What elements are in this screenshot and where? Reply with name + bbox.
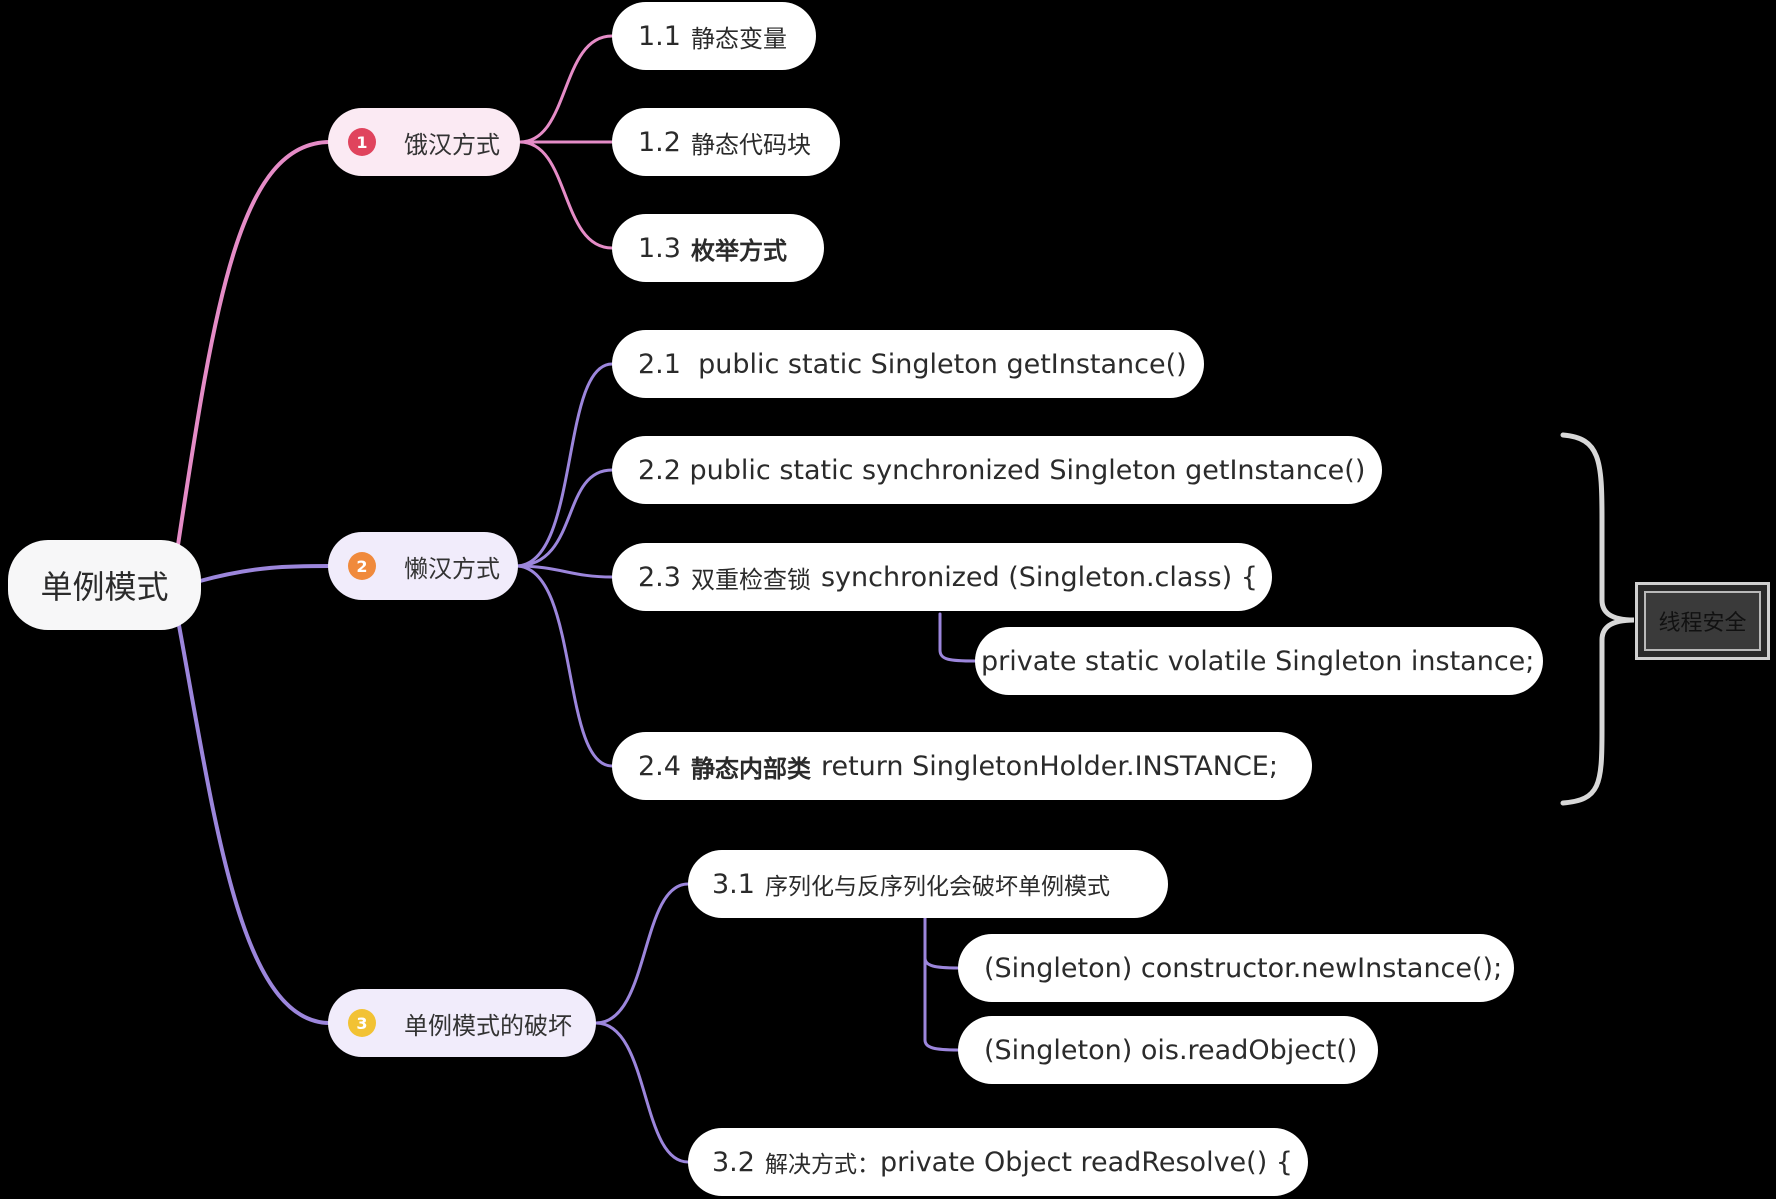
- summary-label: 线程安全: [1658, 611, 1747, 636]
- link-root-branch2: [198, 564, 332, 583]
- leaf-3-1-b-text: (Singleton) ois.readObject(): [984, 1034, 1358, 1066]
- leaf-2-4-cjk: 静态内部类: [690, 754, 811, 783]
- branch-1-label: 饿汉方式: [404, 130, 500, 159]
- leaf-2-3-cjk: 双重检查锁: [690, 565, 811, 594]
- leaf-2-2-text: 2.2 public static synchronized Singleton…: [638, 454, 1366, 486]
- branch-3[interactable]: 3 单例模式的破坏: [328, 989, 596, 1057]
- leaf-3-2-cjk: 解决方式：: [764, 1152, 880, 1178]
- leaf-2-1[interactable]: 2.1 public static Singleton getInstance(…: [612, 330, 1204, 398]
- leaf-3-2-code: private Object readResolve() {: [879, 1146, 1293, 1178]
- leaf-1-1[interactable]: 1.1 静态变量: [612, 2, 816, 70]
- summary-inner: 线程安全: [1644, 591, 1761, 651]
- link-b2-l4: [514, 564, 614, 768]
- link-b1-l1: [518, 34, 614, 144]
- summary-bracket: [1560, 432, 1635, 806]
- link-l31-a: [923, 916, 960, 970]
- leaf-2-3[interactable]: 2.3 双重检查锁 synchronized (Singleton.class)…: [612, 543, 1272, 611]
- summary-box[interactable]: 线程安全: [1635, 582, 1770, 660]
- leaf-1-3-text: 枚举方式: [690, 236, 787, 265]
- leaf-2-3-child[interactable]: private static volatile Singleton instan…: [975, 627, 1543, 695]
- leaf-3-1[interactable]: 3.1 序列化与反序列化会破坏单例模式: [688, 850, 1168, 918]
- link-b2-l3: [514, 564, 614, 579]
- leaf-3-2[interactable]: 3.2 解决方式： private Object readResolve() {: [688, 1128, 1308, 1196]
- leaf-3-1-text: 序列化与反序列化会破坏单例模式: [764, 874, 1110, 900]
- leaf-3-1-b[interactable]: (Singleton) ois.readObject(): [958, 1016, 1378, 1084]
- leaf-1-3[interactable]: 1.3 枚举方式: [612, 214, 824, 282]
- leaf-1-3-num: 1.3: [638, 232, 681, 264]
- link-root-branch1: [176, 140, 332, 547]
- badge-1: 1: [348, 128, 376, 156]
- leaf-2-2[interactable]: 2.2 public static synchronized Singleton…: [612, 436, 1382, 504]
- link-b3-l1: [594, 882, 690, 1025]
- leaf-3-2-num: 3.2: [712, 1146, 755, 1178]
- leaf-2-4-code: return SingletonHolder.INSTANCE;: [820, 750, 1278, 782]
- leaf-1-2-text: 静态代码块: [690, 130, 811, 159]
- leaf-3-1-a-text: (Singleton) constructor.newInstance();: [984, 952, 1503, 984]
- branch-1[interactable]: 1 饿汉方式: [328, 108, 520, 176]
- link-b1-l3: [518, 140, 614, 250]
- leaf-2-3-code: synchronized (Singleton.class) {: [820, 561, 1258, 593]
- link-l31-b: [923, 956, 960, 1052]
- leaf-1-2-num: 1.2: [638, 126, 681, 158]
- link-b2-l2: [514, 468, 614, 568]
- leaf-3-1-num: 3.1: [712, 868, 755, 900]
- branch-2-label: 懒汉方式: [404, 554, 500, 583]
- leaf-1-2[interactable]: 1.2 静态代码块: [612, 108, 840, 176]
- leaf-2-4-num: 2.4: [638, 750, 681, 782]
- leaf-3-1-a[interactable]: (Singleton) constructor.newInstance();: [958, 934, 1514, 1002]
- leaf-1-1-text: 静态变量: [690, 24, 787, 53]
- badge-2: 2: [348, 552, 376, 580]
- leaf-2-4[interactable]: 2.4 静态内部类 return SingletonHolder.INSTANC…: [612, 732, 1312, 800]
- branch-3-label: 单例模式的破坏: [404, 1011, 572, 1040]
- root-label: 单例模式: [40, 568, 169, 606]
- leaf-2-1-text: 2.1 public static Singleton getInstance(…: [638, 348, 1187, 380]
- root-topic[interactable]: 单例模式: [8, 540, 201, 630]
- branch-2[interactable]: 2 懒汉方式: [328, 532, 518, 600]
- link-root-branch3: [176, 618, 332, 1025]
- leaf-2-3-num: 2.3: [638, 561, 681, 593]
- leaf-1-1-num: 1.1: [638, 20, 681, 52]
- leaf-2-3-child-text: private static volatile Singleton instan…: [981, 645, 1535, 677]
- link-b2-l1: [514, 362, 614, 568]
- link-b3-l2: [594, 1021, 690, 1164]
- badge-3: 3: [348, 1009, 376, 1037]
- link-l23-child: [938, 612, 977, 663]
